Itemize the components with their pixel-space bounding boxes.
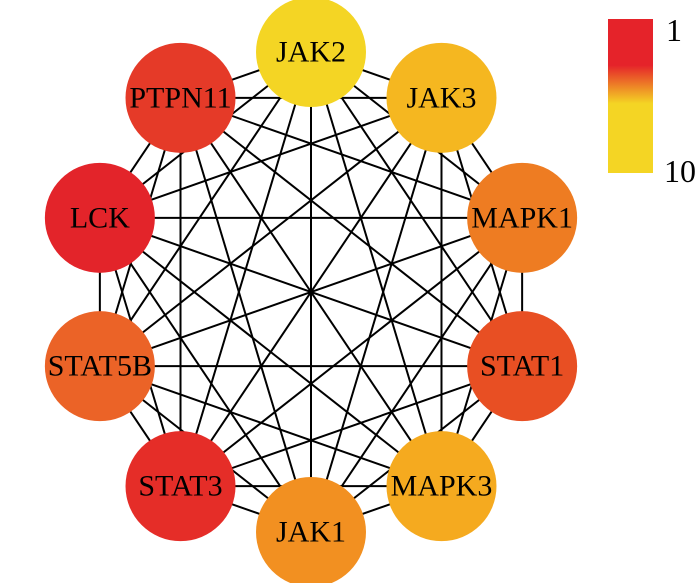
legend-min-label: 1 xyxy=(666,12,682,48)
node-circle[interactable] xyxy=(467,162,578,273)
node-lck[interactable]: LCK xyxy=(44,162,155,273)
edge-jak2-stat1 xyxy=(310,51,523,367)
edges xyxy=(98,51,524,533)
node-circle[interactable] xyxy=(467,311,578,422)
edge-jak2-stat5b xyxy=(99,51,312,367)
node-mapk1[interactable]: MAPK1 xyxy=(467,162,578,273)
node-circle[interactable] xyxy=(386,42,497,153)
node-label: STAT3 xyxy=(138,470,222,503)
node-stat1[interactable]: STAT1 xyxy=(467,311,578,422)
legend-gradient-bar xyxy=(608,19,653,173)
node-label: JAK1 xyxy=(276,516,346,549)
node-label: JAK3 xyxy=(406,81,476,114)
node-jak3[interactable]: JAK3 xyxy=(386,42,497,153)
node-label: STAT1 xyxy=(480,350,564,383)
node-stat3[interactable]: STAT3 xyxy=(125,431,236,542)
node-jak2[interactable]: JAK2 xyxy=(256,0,366,107)
edge-jak3-lck xyxy=(99,96,442,219)
node-label: JAK2 xyxy=(276,36,346,69)
edge-jak1-lck xyxy=(99,217,312,533)
node-circle[interactable] xyxy=(44,311,155,422)
node-stat5b[interactable]: STAT5B xyxy=(44,311,155,422)
node-label: MAPK3 xyxy=(391,470,493,503)
node-mapk3[interactable]: MAPK3 xyxy=(386,431,497,542)
node-label: MAPK1 xyxy=(471,201,573,234)
node-circle[interactable] xyxy=(386,431,497,542)
edge-mapk1-jak1 xyxy=(310,217,523,533)
legend-max-label: 10 xyxy=(664,153,696,189)
edge-mapk3-stat5b xyxy=(99,365,442,488)
node-label: STAT5B xyxy=(48,350,152,383)
node-ptpn11[interactable]: PTPN11 xyxy=(125,42,236,153)
edge-mapk1-ptpn11 xyxy=(180,96,523,219)
node-label: PTPN11 xyxy=(129,81,231,114)
edge-stat1-ptpn11 xyxy=(179,97,523,367)
node-circle[interactable] xyxy=(256,477,366,583)
edge-jak1-ptpn11 xyxy=(179,97,312,533)
edge-mapk3-ptpn11 xyxy=(179,97,443,487)
node-circle[interactable] xyxy=(44,162,155,273)
edge-stat1-stat3 xyxy=(180,365,523,488)
node-circle[interactable] xyxy=(256,0,366,107)
node-circle[interactable] xyxy=(125,431,236,542)
edge-mapk3-lck xyxy=(99,217,443,487)
node-circle[interactable] xyxy=(125,42,236,153)
node-label: LCK xyxy=(70,201,130,234)
node-jak1[interactable]: JAK1 xyxy=(256,477,366,583)
color-legend: 1 10 xyxy=(608,12,696,189)
